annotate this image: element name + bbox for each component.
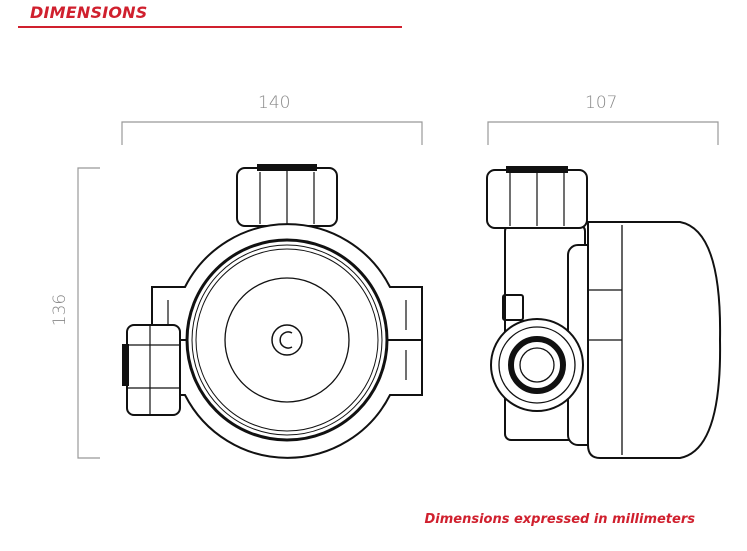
side-view xyxy=(486,166,722,459)
section-title: DIMENSIONS xyxy=(30,3,148,22)
dimension-lines xyxy=(77,121,719,459)
units-note: Dimensions expressed in millimeters xyxy=(424,512,695,527)
title-underline xyxy=(18,26,402,28)
front-view xyxy=(122,164,423,459)
dimension-width-front: 140 xyxy=(258,93,291,113)
dimension-width-side: 107 xyxy=(585,93,618,113)
